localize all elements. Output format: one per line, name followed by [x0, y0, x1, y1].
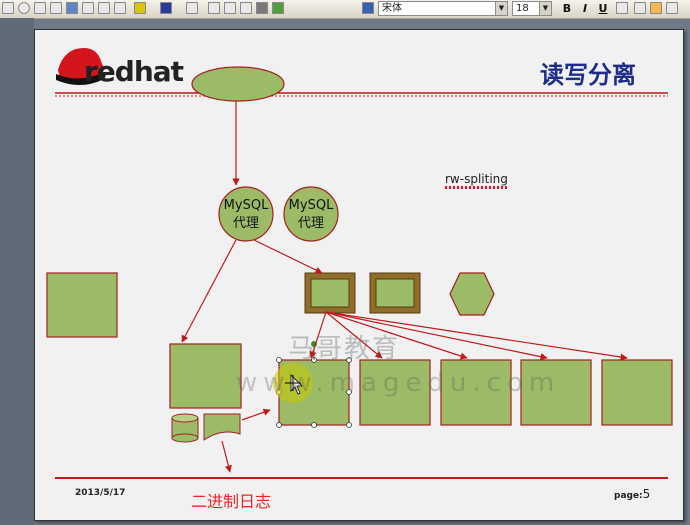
align-center-icon[interactable] [650, 2, 662, 14]
font-size-combo[interactable]: 18 ▼ [512, 1, 552, 16]
mouse-cursor-icon [290, 374, 303, 395]
slide-date: 2013/5/17 [75, 488, 126, 498]
standalone-square[interactable] [46, 272, 118, 338]
slide-canvas[interactable] [34, 29, 684, 521]
shadow-icon[interactable] [256, 2, 268, 14]
shadow-text-icon[interactable] [616, 2, 628, 14]
watermark-url: www.magedu.com [236, 368, 561, 398]
master-server[interactable] [169, 343, 242, 409]
align-right-icon[interactable] [666, 2, 678, 14]
mysql-proxy-1[interactable] [218, 186, 274, 242]
line-color-icon[interactable] [160, 2, 172, 14]
redhat-logo-icon [56, 48, 106, 85]
rw-spliting-label[interactable]: rw-spliting [445, 172, 508, 189]
3d-icon[interactable] [272, 2, 284, 14]
font-size-value: 18 [516, 3, 529, 14]
fill-color-icon[interactable] [134, 2, 146, 14]
mysql-proxy-2[interactable] [283, 186, 339, 242]
align-left-icon[interactable] [634, 2, 646, 14]
oval-icon[interactable] [18, 2, 30, 14]
arrow-style-icon[interactable] [240, 2, 252, 14]
slave-server-5[interactable] [601, 359, 673, 426]
font-name-combo[interactable]: 宋体 ▼ [378, 1, 508, 16]
watermark-text: 马哥教育 [288, 334, 401, 364]
client-ellipse[interactable] [191, 66, 285, 102]
font-color-icon[interactable] [186, 2, 198, 14]
font-name-value: 宋体 [382, 3, 402, 14]
slave-server-2[interactable] [359, 359, 431, 426]
hexagon-shape[interactable] [449, 272, 495, 316]
picture-icon[interactable] [50, 2, 62, 14]
chevron-down-icon[interactable]: ▼ [495, 2, 507, 15]
slide-pane-edge [0, 18, 34, 525]
diagram-icon[interactable] [82, 2, 94, 14]
binlog-label[interactable]: 二进制日志 [191, 492, 272, 511]
proxy-1-label: MySQL 代理 [223, 198, 269, 231]
slave-server-4[interactable] [520, 359, 592, 426]
flow-arrows [181, 101, 628, 473]
proxy-2-label: MySQL 代理 [288, 198, 334, 231]
bevel-box-2[interactable] [369, 272, 421, 314]
underline-button[interactable]: U [598, 2, 608, 15]
binlog-document[interactable] [203, 413, 241, 441]
line-style-icon[interactable] [208, 2, 220, 14]
textbox-icon[interactable] [34, 2, 46, 14]
bevel-box-1[interactable] [304, 272, 356, 314]
bold-button[interactable]: B [562, 2, 572, 15]
clipart-icon[interactable] [98, 2, 110, 14]
spellcheck-underline [445, 186, 508, 189]
new-icon[interactable] [2, 2, 14, 14]
move-cursor-icon [285, 375, 301, 391]
page-number: page:5 [614, 487, 651, 501]
slave-server-3[interactable] [440, 359, 512, 426]
chevron-down-icon[interactable]: ▼ [539, 2, 551, 15]
toolbar-options-icon[interactable] [362, 2, 374, 14]
dash-style-icon[interactable] [224, 2, 236, 14]
image-icon[interactable] [114, 2, 126, 14]
redhat-logo-text: redhat [84, 55, 184, 88]
database-cylinder-icon[interactable] [171, 413, 199, 443]
formatting-toolbar: 宋体 ▼ 18 ▼ B I U [0, 0, 690, 19]
italic-button[interactable]: I [582, 2, 588, 15]
wordart-icon[interactable] [66, 2, 78, 14]
slide-title[interactable]: 读写分离 [540, 61, 636, 89]
